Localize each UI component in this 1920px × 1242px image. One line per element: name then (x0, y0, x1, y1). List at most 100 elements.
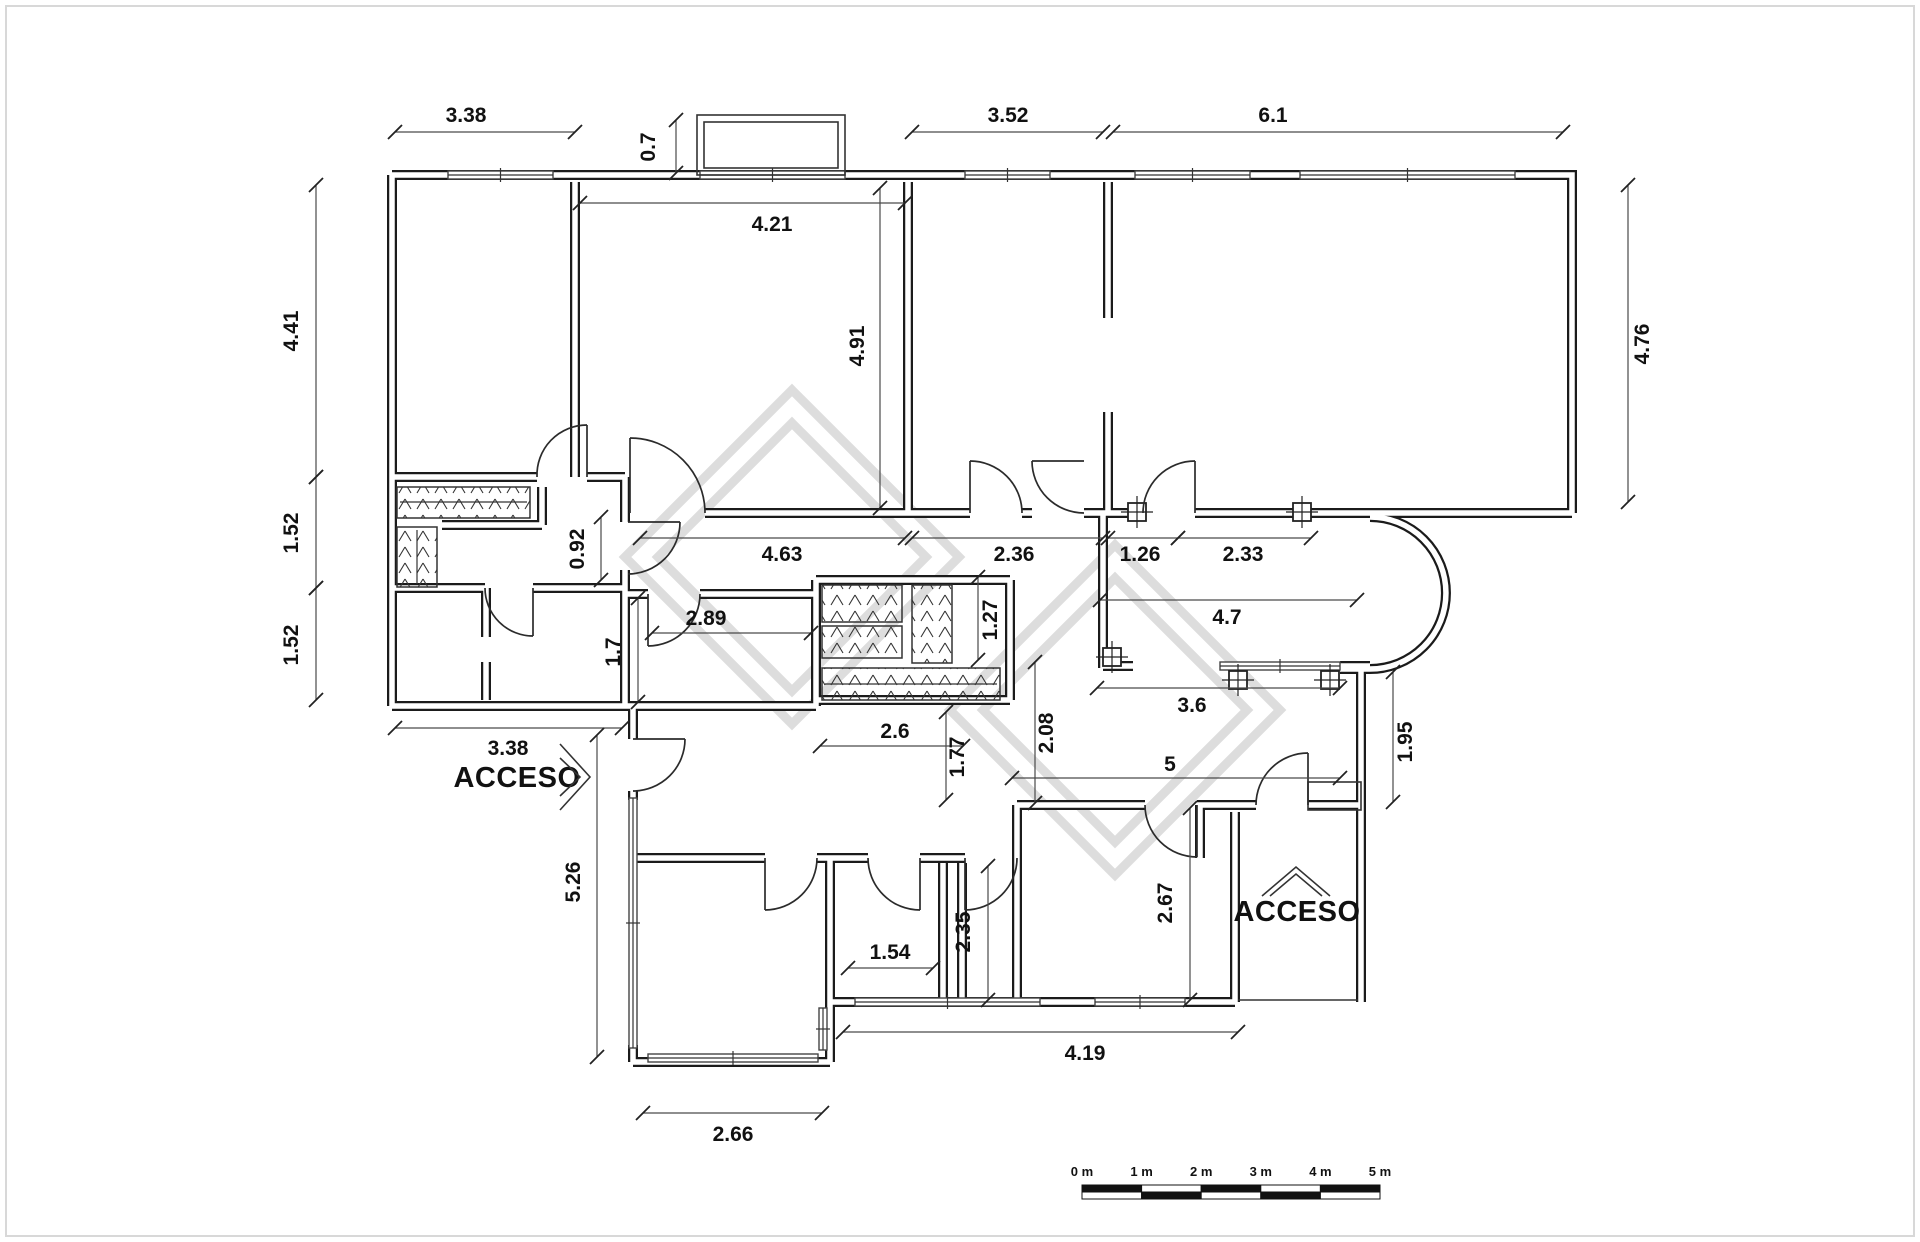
closet (821, 584, 903, 623)
right-chevron-icon (559, 757, 582, 797)
dimension: 2.36 (904, 530, 1111, 566)
right-chevron-icon (559, 743, 592, 811)
dimension-tick (904, 530, 920, 546)
dimension-tick (925, 960, 941, 976)
column (1314, 664, 1346, 696)
dimension-label: 3.6 (1177, 694, 1206, 717)
closet (911, 584, 953, 664)
door (1142, 460, 1196, 514)
dimension-tick (938, 792, 954, 808)
dimension: 1.77 (938, 704, 969, 808)
dimension-tick (1303, 530, 1319, 546)
window (816, 1007, 830, 1051)
dimension-label: 3.38 (488, 737, 529, 760)
window (1219, 659, 1341, 673)
dimension-label: 0.92 (566, 529, 589, 570)
closet (821, 625, 903, 659)
dimension-tick (1349, 592, 1365, 608)
dimension: 2.08 (1027, 654, 1058, 811)
dimension: 1.95 (1385, 664, 1417, 810)
up-chevron-icon (1261, 865, 1331, 897)
dimension-label: 2.33 (1223, 543, 1264, 566)
dimension-label: 1.52 (280, 625, 303, 666)
door (1031, 460, 1085, 514)
dimension-tick (970, 652, 986, 668)
dimension-tick (387, 720, 403, 736)
scale-label: 1 m (1130, 1164, 1152, 1179)
window (1094, 995, 1186, 1009)
scale-segment (1081, 1191, 1143, 1200)
dimension-tick (955, 738, 971, 754)
dimension: 6.1 (1105, 104, 1571, 140)
dimension-tick (308, 469, 324, 485)
door (1144, 804, 1198, 858)
dimension: 2.66 (635, 1105, 830, 1146)
dimension: 4.19 (835, 1024, 1246, 1065)
dimension-tick (872, 500, 888, 516)
scale-label: 2 m (1190, 1164, 1212, 1179)
dimension-label: 1.52 (280, 513, 303, 554)
dimension-label: 1.26 (1120, 543, 1161, 566)
dimension-tick (593, 509, 609, 525)
dimension-tick (897, 530, 913, 546)
dimension-label: 3.52 (988, 104, 1029, 127)
dimension-tick (1182, 992, 1198, 1008)
balcony-inner (703, 121, 839, 169)
dimension: 4.7 (1092, 592, 1365, 629)
dimension-tick (567, 124, 583, 140)
window (647, 1051, 819, 1065)
dimension: 5 (1004, 753, 1348, 786)
dimension-tick (904, 124, 920, 140)
door (536, 424, 588, 478)
dimension-label: 2.35 (952, 911, 975, 952)
up-chevron-icon (1269, 872, 1323, 897)
door (867, 857, 921, 911)
dimension-label: 2.6 (880, 720, 909, 743)
dimension-label: 1.7 (602, 637, 625, 666)
dimension-label: 2.66 (713, 1123, 754, 1146)
dimension-tick (1332, 770, 1348, 786)
dimension-tick (308, 177, 324, 193)
dimension-label: 0.7 (637, 132, 660, 161)
door (632, 738, 686, 792)
window (964, 168, 1051, 182)
dimension-label: 4.19 (1065, 1042, 1106, 1065)
dimension-label: 4.7 (1212, 606, 1241, 629)
dimension-label: 2.67 (1154, 883, 1177, 924)
scale-segment (1200, 1184, 1262, 1193)
dimension-tick (1170, 530, 1186, 546)
dimension-tick (1385, 664, 1401, 680)
dimension: 4.91 (846, 180, 888, 516)
dimension: 1.52 (280, 580, 324, 708)
dimension: 1.54 (840, 941, 941, 976)
dimension-tick (614, 720, 630, 736)
door (484, 587, 534, 637)
dimension-tick (872, 180, 888, 196)
dimension-tick (630, 694, 646, 710)
dimension-label: 1.95 (1394, 721, 1417, 762)
dimension-tick (593, 572, 609, 588)
dimension: 2.89 (644, 607, 819, 641)
access-label-right: ACCESO (1233, 896, 1360, 928)
dimension-tick (835, 1024, 851, 1040)
scale-segment (1200, 1191, 1262, 1200)
dimension: 4.76 (1620, 177, 1654, 510)
window (854, 995, 1041, 1009)
dimension-tick (970, 569, 986, 585)
dimension-tick (635, 1105, 651, 1121)
scale-segment (1141, 1184, 1202, 1193)
dimension-label: 6.1 (1258, 104, 1288, 127)
scale-label: 0 m (1071, 1164, 1093, 1179)
dimension: 1.27 (970, 569, 1002, 668)
dimension-tick (812, 738, 828, 754)
dimension-label: 5.26 (562, 862, 585, 903)
dimension-tick (1027, 795, 1043, 811)
watermark-diamond (976, 571, 1254, 849)
window (447, 168, 554, 182)
dimension-tick (1230, 1024, 1246, 1040)
door-swings (484, 424, 1309, 911)
dimension-label: 3.38 (446, 104, 487, 127)
dimension-tick (1027, 654, 1043, 670)
